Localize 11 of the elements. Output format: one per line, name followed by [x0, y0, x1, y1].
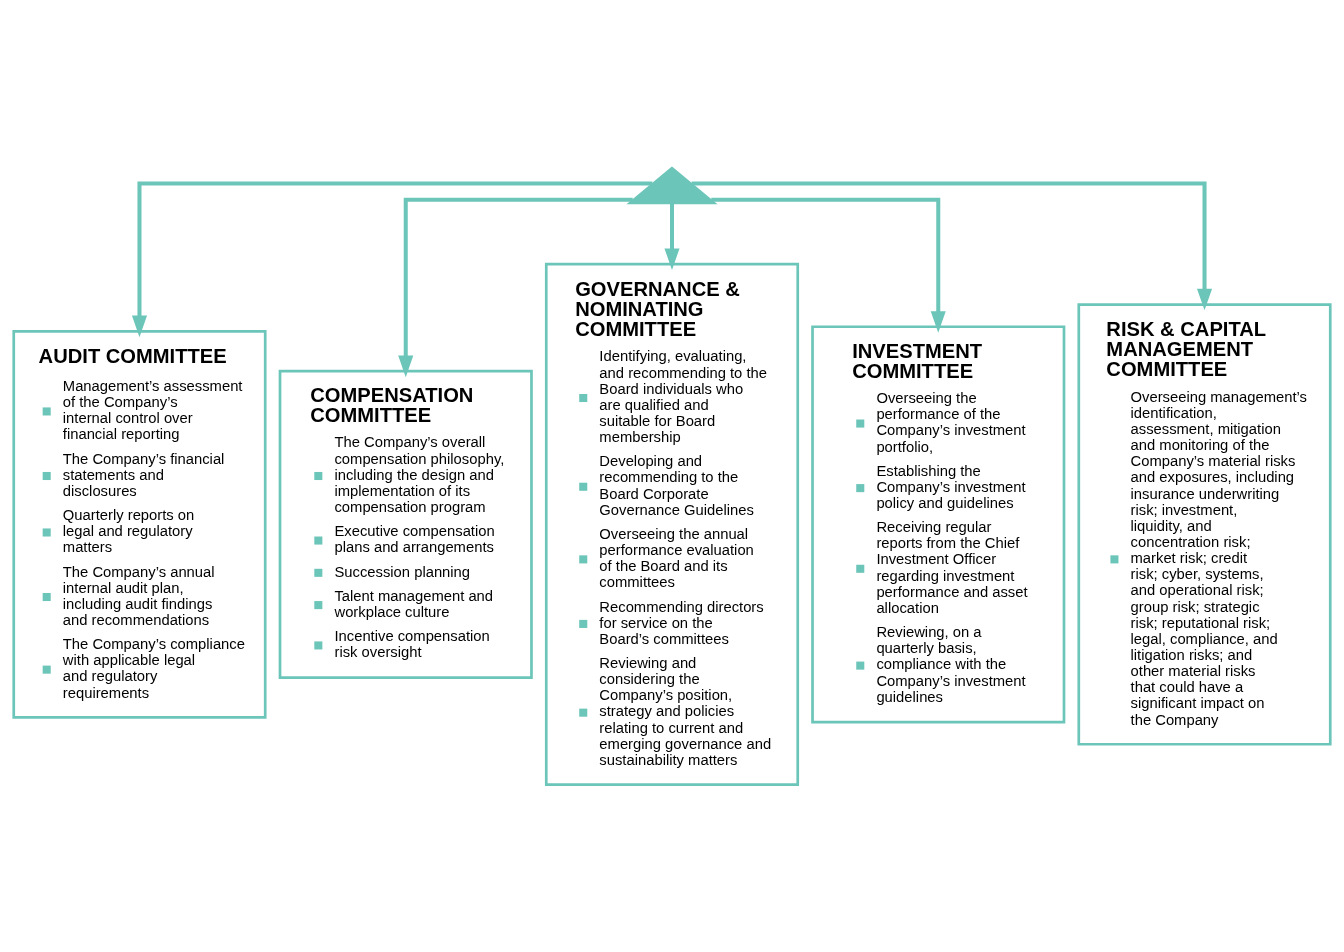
arrow	[691, 181, 1213, 311]
arrow	[398, 197, 633, 378]
node-box: COMPENSATION COMMITTEE The Company’s overall compensation philosophy, including the design and implementation of its compensation program Executive compensation plans and arrangements Succession planning Talent management and workplace culture Incentive compensation risk oversight	[278, 369, 533, 680]
node-box: AUDIT COMMITTEE Management’s assessment of the Company’s internal control over financial reporting The Company’s financial statements and disclosures Quarterly reports on legal and regulatory matters The Company’s annual internal audit plan, including audit findings and recommendations The Company’s compliance with applicable legal and regulatory requirements	[12, 330, 267, 719]
arrow	[664, 203, 680, 270]
arrow	[711, 197, 946, 333]
node-box: RISK & CAPITAL MANAGEMENT COMMITTEE Overseeing management’s identification, assessment, mitigation and monitoring of the Company’s material risks and exposures, including insurance underwriting risk; investment, liquidity, and concentration risk; market risk; credit risk; cyber, systems, and operational risk; group risk; strategic risk; reputational risk; legal, compliance, and litigation risks; and other material risks that could have a significant impact on the Company	[1077, 303, 1332, 746]
node-box: INVESTMENT COMMITTEE Overseeing the performance of the Company’s investment portfolio, Establishing the Company’s investment policy and guidelines Receiving regular reports from the Chief Investment Officer regarding investment performance and asset allocation Reviewing, on a quarterly basis, compliance with the Company’s investment guidelines	[811, 325, 1066, 724]
arrow	[131, 181, 653, 338]
node-box: GOVERNANCE & NOMINATING COMMITTEE Identifying, evaluating, and recommending to the Board individuals who are qualified and suitable for Board membership Developing and recommending to the Board Corporate Governance Guidelines Overseeing the annual performance evaluation of the Board and its committees Recommending directors for service on the Board’s committees Reviewing and considering the Company’s position, strategy and policies relating to current and emerging governance and sustainability matters	[544, 262, 800, 786]
node-triangle	[626, 166, 718, 205]
